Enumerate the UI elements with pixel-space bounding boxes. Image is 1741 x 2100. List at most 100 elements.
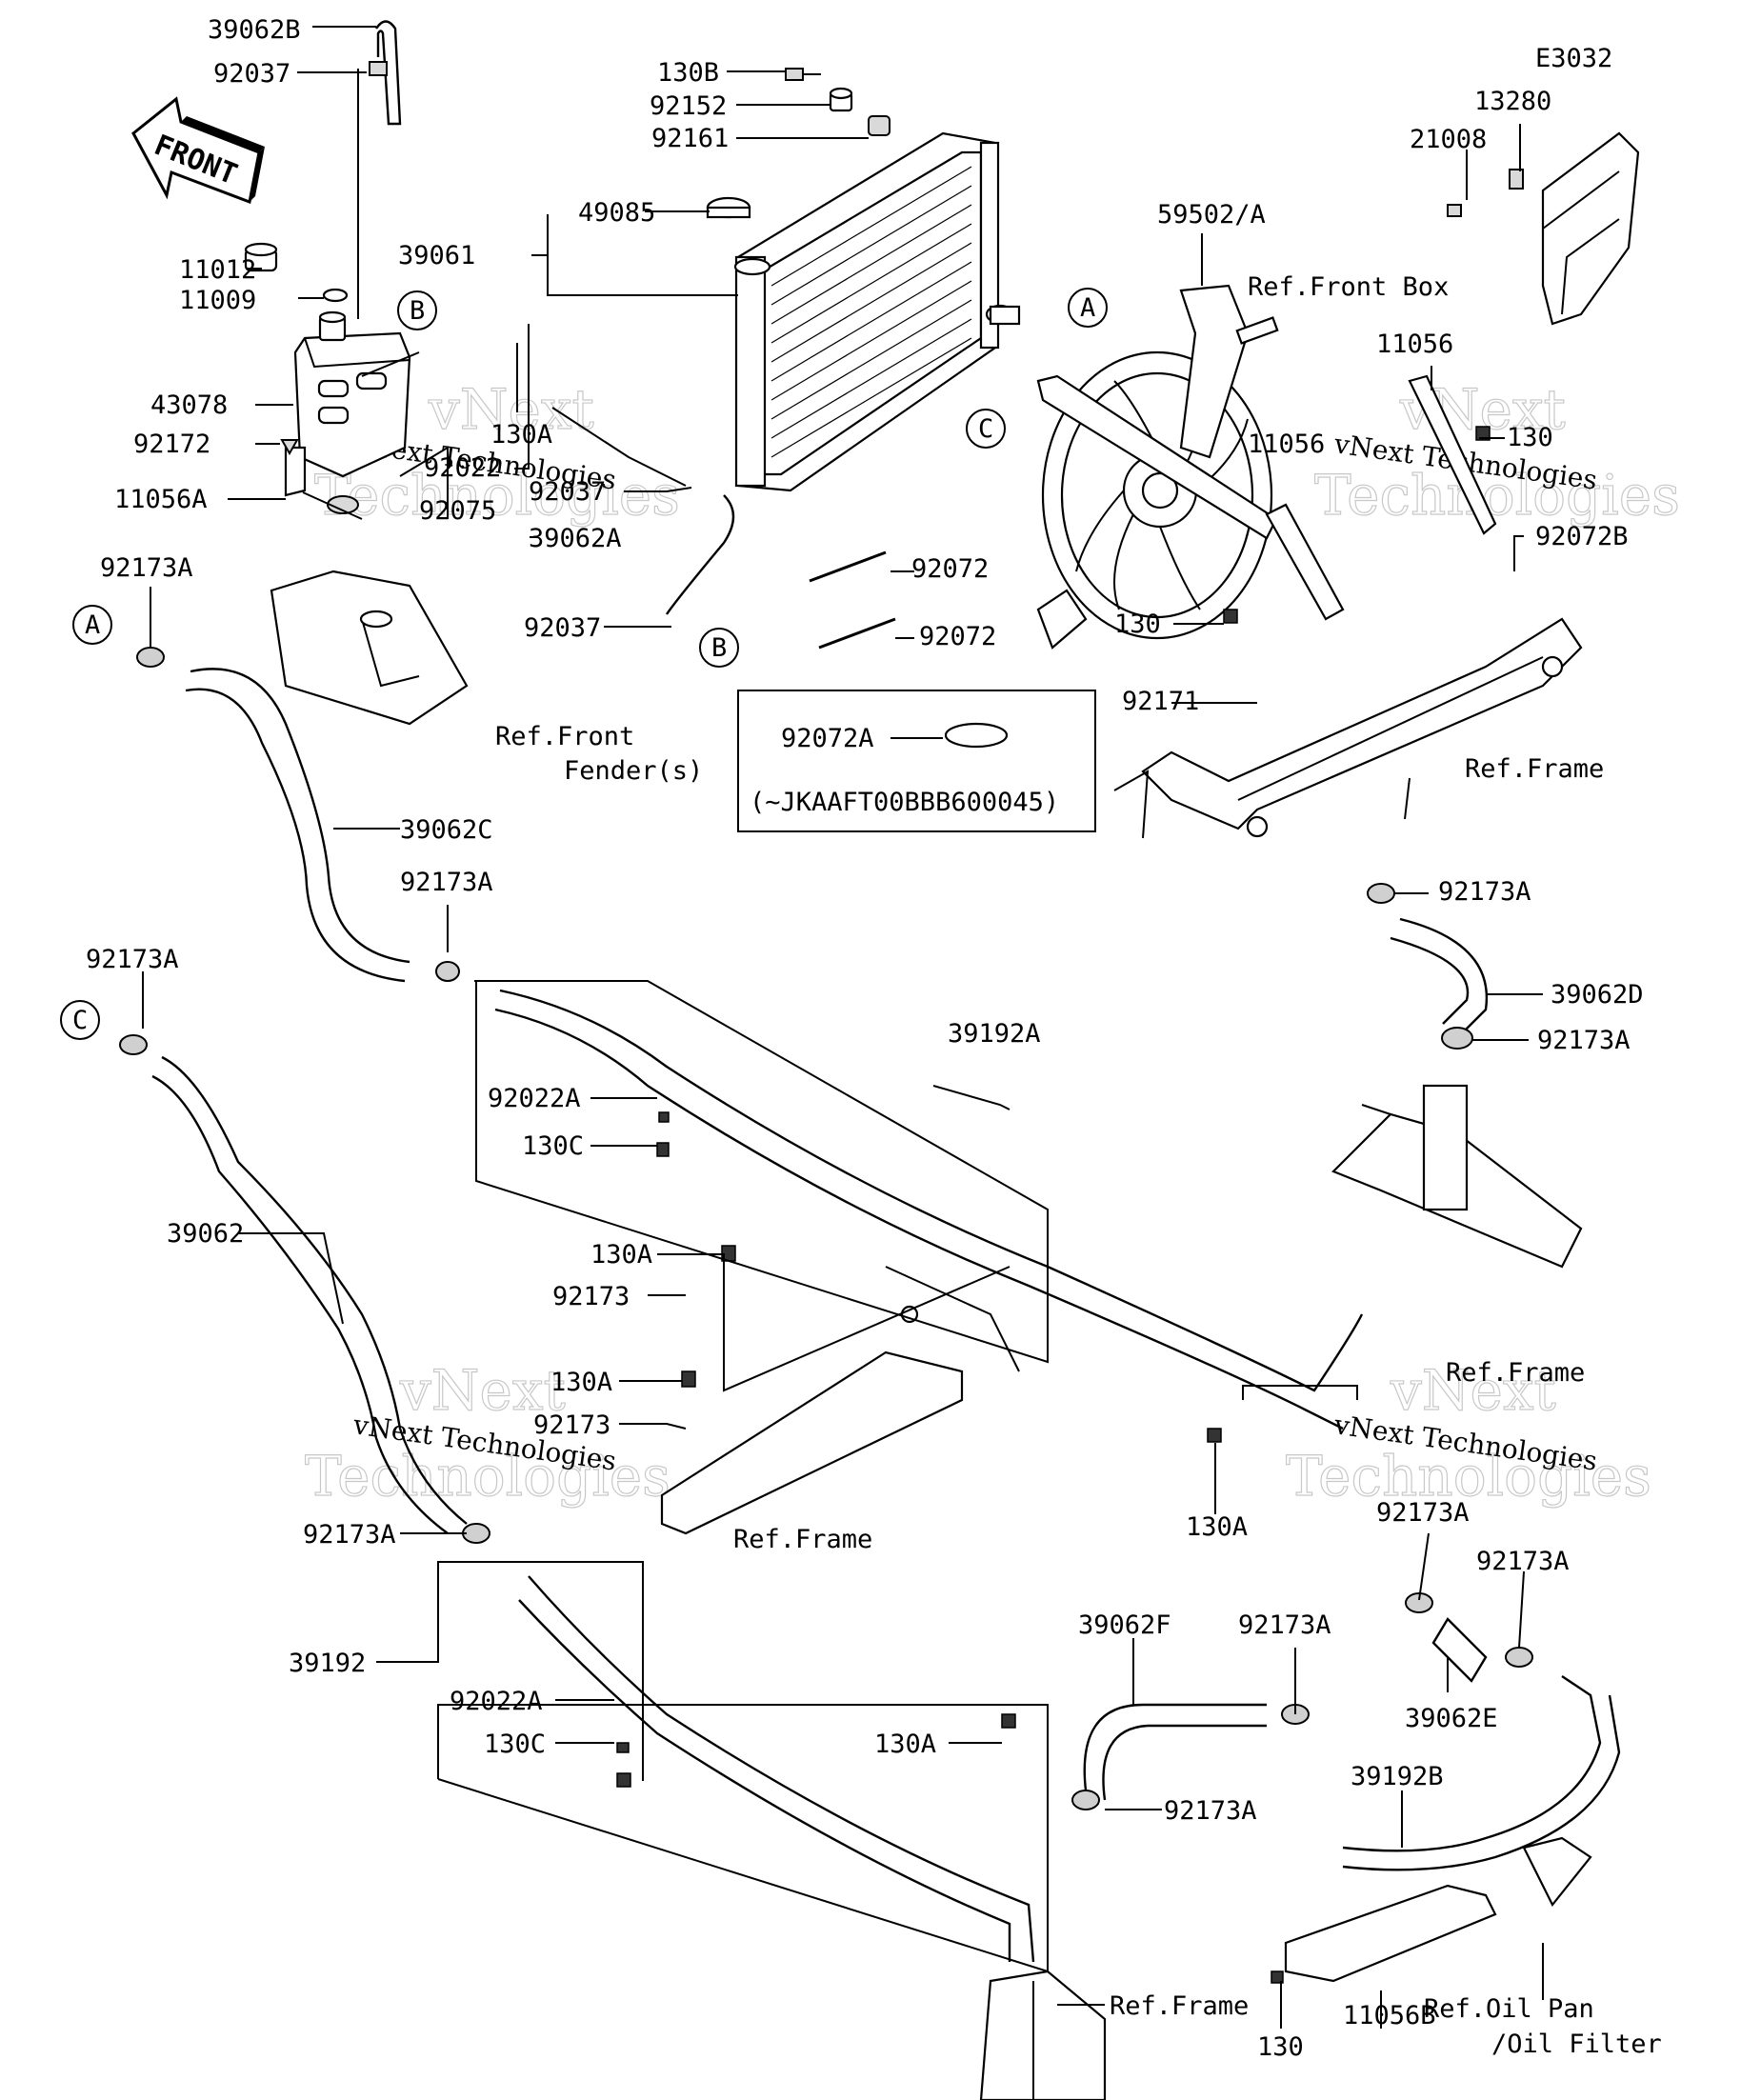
watermark: Technologies [1314, 463, 1680, 528]
callout-b-mid: B [699, 628, 739, 668]
part-label: 92173A [1376, 1498, 1470, 1528]
part-label: 130A [1186, 1512, 1248, 1542]
part-label: 43078 [150, 390, 228, 420]
part-label: 39192B [1351, 1762, 1444, 1791]
watermark: Technologies [314, 463, 680, 528]
frame-upper [1113, 617, 1583, 839]
part-label: 92022A [450, 1687, 543, 1716]
part-label: 130C [484, 1730, 546, 1759]
part-label: 92173A [400, 868, 493, 897]
part-label: 130 [1507, 423, 1553, 452]
diagram-code: E3032 [1535, 44, 1612, 73]
svg-text:B: B [410, 296, 425, 326]
svg-text:A: A [1080, 293, 1095, 323]
svg-text:B: B [711, 633, 727, 663]
callout-a-left: A [72, 605, 112, 645]
cooling-fan [1036, 284, 1279, 650]
part-label: 92022A [488, 1084, 581, 1113]
part-label: 39062D [1551, 980, 1644, 1010]
part-label: 13280 [1474, 87, 1551, 116]
callout-c-top: C [966, 409, 1006, 449]
part-label: 130A [490, 420, 552, 450]
hose-39062D [1390, 917, 1489, 1039]
part-label: 92037 [529, 477, 606, 507]
reference-labels: Ref.Front Box Ref.Front Fender(s) Ref.Fr… [495, 272, 1662, 2059]
serial-note-part: 92072A [781, 724, 874, 753]
part-label: 92037 [213, 59, 290, 89]
part-label: 92173A [86, 945, 179, 974]
part-label: 130 [1114, 610, 1161, 639]
svg-text:C: C [72, 1006, 88, 1035]
part-label: 39062A [529, 524, 622, 553]
radiator [733, 131, 1021, 492]
callout-a-top: A [1068, 288, 1108, 328]
pipe-39192B [1342, 1675, 1621, 1871]
part-label: 39062C [400, 815, 493, 845]
front-direction-arrow-icon: FRONT [131, 96, 265, 205]
watermark: Technologies [305, 1444, 670, 1509]
part-label: 11056 [1248, 430, 1325, 459]
serial-note-range: (~JKAAFT00BBB600045) [750, 788, 1059, 817]
part-label: 92173 [533, 1410, 610, 1440]
hose-39062C [185, 668, 410, 983]
ref-front-fender-line1: Ref.Front [495, 722, 634, 751]
watermark-layer: vNext Technologies vNext Technologies vN… [304, 376, 1680, 1509]
part-label: 11056A [114, 485, 208, 514]
part-label: 92173A [1476, 1547, 1570, 1576]
part-label: 92075 [419, 496, 496, 526]
part-labels: 39062B 92037 11012 11009 43078 92172 110… [86, 15, 1644, 2062]
part-label: 39192 [289, 1649, 366, 1678]
part-label: 92173A [100, 553, 193, 583]
part-label: 92173A [303, 1520, 396, 1550]
cable-ties [809, 550, 896, 650]
ref-oil-pan-line2: /Oil Filter [1491, 2030, 1662, 2059]
hose-39062F [1083, 1703, 1267, 1801]
oil-pan-bracket [1284, 1836, 1592, 1983]
part-label: 92173A [1164, 1796, 1257, 1826]
part-label: 11056 [1376, 330, 1453, 359]
hose-39062 [151, 1055, 468, 1534]
radiator-cap [706, 196, 751, 219]
part-label: 92173A [1438, 877, 1531, 907]
ref-front-box: Ref.Front Box [1248, 272, 1449, 302]
watermark: Technologies [1286, 1444, 1651, 1509]
hose-39062E [1431, 1617, 1488, 1683]
part-label: 130A [550, 1368, 612, 1397]
svg-text:C: C [978, 414, 993, 444]
part-label: 49085 [578, 198, 655, 228]
part-label: 130B [657, 58, 719, 88]
ref-front-fender-line2: Fender(s) [564, 756, 703, 786]
part-label: 39062E [1405, 1704, 1498, 1733]
radiator-mount-parts [785, 68, 891, 136]
callout-c-left: C [60, 1000, 100, 1040]
part-label: 21008 [1410, 125, 1487, 154]
part-label: 39061 [398, 241, 475, 270]
part-label: 39192A [948, 1019, 1041, 1049]
part-label: 11056B [1343, 2001, 1436, 2030]
part-label: 11012 [179, 255, 256, 285]
frame-right-middle [1331, 1084, 1583, 1269]
pipe-39192A [494, 989, 1364, 1430]
part-label: 92173A [1537, 1026, 1631, 1055]
part-label: 39062 [167, 1219, 244, 1249]
svg-text:A: A [85, 610, 100, 640]
part-label: 92173 [552, 1282, 630, 1311]
watermark: vNext [399, 1358, 566, 1423]
part-label: 130A [590, 1240, 652, 1270]
part-label: 92022 [424, 453, 501, 483]
watermark: vNext [1390, 1358, 1556, 1423]
part-label: 130 [1257, 2032, 1304, 2062]
part-label: 92037 [524, 613, 601, 643]
front-fender [270, 570, 469, 726]
part-label: 59502/A [1157, 200, 1266, 230]
front-box [1447, 131, 1640, 326]
part-label: 92161 [651, 124, 729, 153]
reservoir-tank [244, 242, 411, 514]
part-label: 92172 [133, 430, 210, 459]
screw-icons [616, 426, 1491, 1984]
watermark: vNext [428, 377, 594, 442]
callout-b-top: B [397, 290, 437, 330]
hose-39062B [357, 20, 402, 319]
part-label: 92171 [1122, 687, 1199, 716]
